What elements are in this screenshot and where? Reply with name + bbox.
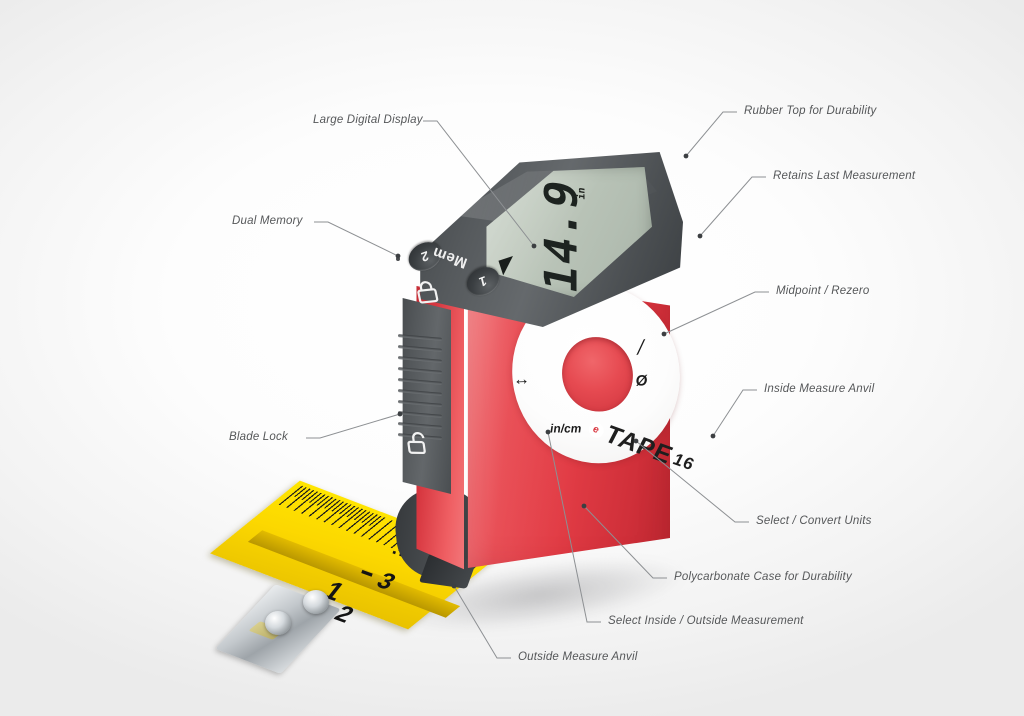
blade-lock-unlocked-icon[interactable] <box>404 430 432 456</box>
callout-dual-memory: Dual Memory <box>232 215 303 227</box>
hook-rivet-2 <box>265 611 291 635</box>
callout-inside-measure-anvil: Inside Measure Anvil <box>764 383 875 395</box>
lcd-unit-indicator: in <box>576 186 588 201</box>
wheel-units-label[interactable]: in/cm <box>549 421 582 436</box>
inside-outside-arrows-icon[interactable]: ↔ <box>512 368 532 389</box>
callout-outside-measure-anvil: Outside Measure Anvil <box>518 651 638 663</box>
callout-midpoint-rezero: Midpoint / Rezero <box>776 285 870 297</box>
brand-e-mark: e <box>587 420 606 440</box>
callout-polycarbonate-case: Polycarbonate Case for Durability <box>674 571 852 583</box>
brand-model-number: 16 <box>671 448 697 475</box>
hook-rivet-1 <box>303 590 329 614</box>
wheel-rezero-label[interactable]: Ø <box>635 372 648 391</box>
case-grip-panel <box>402 298 451 494</box>
lcd-measurement-value: 14.9 <box>534 174 588 298</box>
callout-blade-lock: Blade Lock <box>229 431 288 443</box>
callout-select-convert-units: Select / Convert Units <box>756 515 872 527</box>
blade-lock-locked-icon[interactable] <box>411 278 442 306</box>
callout-large-digital-display: Large Digital Display <box>313 114 423 126</box>
callout-select-inside-outside: Select Inside / Outside Measurement <box>608 615 804 627</box>
reset-pinhole <box>396 257 400 261</box>
callout-retains-last-measurement: Retains Last Measurement <box>773 170 916 182</box>
callout-rubber-top: Rubber Top for Durability <box>744 105 877 117</box>
